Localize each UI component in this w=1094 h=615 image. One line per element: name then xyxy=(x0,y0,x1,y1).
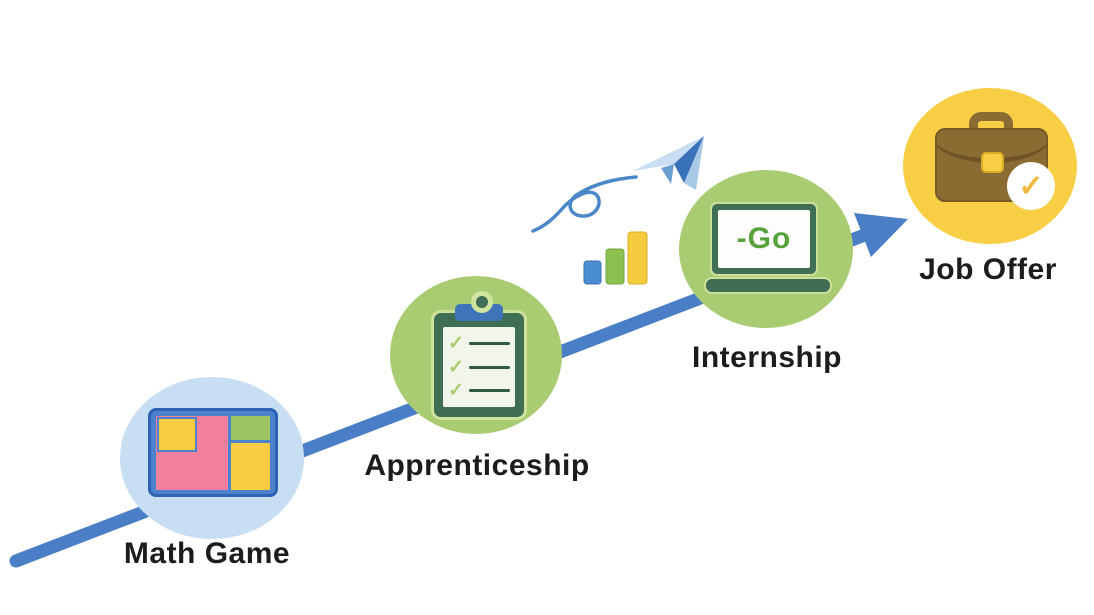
bar-chart-icon xyxy=(583,231,648,285)
step-label-apprenticeship: Apprenticeship xyxy=(364,449,590,482)
briefcase-handle xyxy=(969,112,1013,136)
checklist-row: ✓ xyxy=(448,358,510,377)
doodle-trail xyxy=(531,175,638,233)
check-icon: ✓ xyxy=(448,356,464,378)
paper-plane-icon xyxy=(633,136,704,190)
board-yellow-square xyxy=(157,417,197,452)
laptop-screen-text: -Go xyxy=(718,210,810,268)
step-circle-apprenticeship: ✓ ✓ ✓ xyxy=(390,276,562,434)
checklist-row: ✓ xyxy=(448,334,510,353)
clipboard-checklist-icon: ✓ ✓ ✓ xyxy=(431,310,527,420)
math-game-board-icon xyxy=(148,408,278,497)
step-label-job-offer: Job Offer xyxy=(919,253,1057,286)
clipboard-ring-icon xyxy=(471,291,493,313)
step-circle-job-offer: ✓ xyxy=(903,88,1077,244)
laptop-icon: -Go xyxy=(710,202,818,276)
checklist-line xyxy=(468,365,510,369)
laptop-base xyxy=(704,277,832,294)
arrowhead-icon xyxy=(854,213,908,257)
checklist-row: ✓ xyxy=(448,381,510,400)
step-circle-internship: -Go xyxy=(679,170,853,328)
briefcase-clasp xyxy=(981,152,1004,173)
checklist-line xyxy=(468,389,510,393)
step-label-internship: Internship xyxy=(691,341,842,374)
step-circle-math-game xyxy=(120,377,304,539)
board-green-rect xyxy=(231,416,270,440)
check-icon: ✓ xyxy=(448,332,464,354)
clipboard-paper: ✓ ✓ ✓ xyxy=(443,327,515,407)
checklist-line xyxy=(468,341,510,345)
step-label-math-game: Math Game xyxy=(123,537,291,570)
check-icon: ✓ xyxy=(448,380,464,402)
board-yellow-rect xyxy=(231,443,270,490)
check-badge: ✓ xyxy=(1007,162,1055,210)
check-icon: ✓ xyxy=(1018,169,1044,203)
